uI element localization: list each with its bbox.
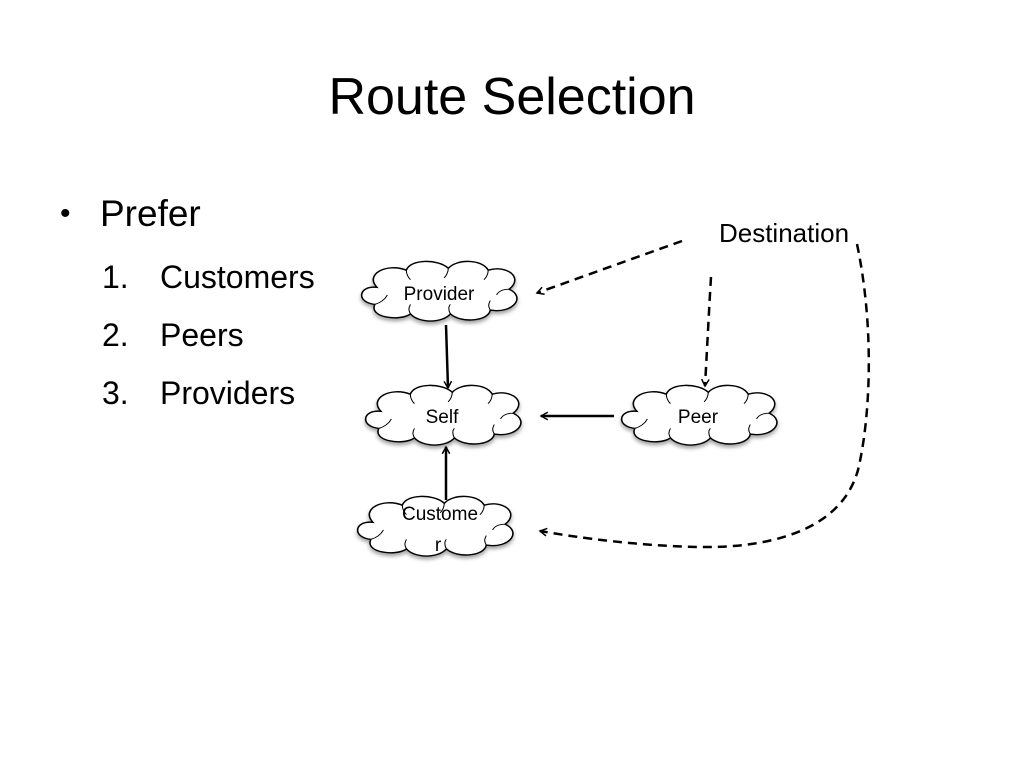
preference-number: 1. xyxy=(102,259,129,295)
preference-label: Providers xyxy=(160,375,296,411)
destination-label: Destination xyxy=(719,218,849,248)
bullet-item-prefer: • Prefer xyxy=(60,190,360,238)
preference-number: 2. xyxy=(102,317,129,353)
provider-label: Provider xyxy=(404,284,475,305)
preference-label: Peers xyxy=(160,317,244,353)
destination-to-peer-arrow xyxy=(705,276,713,386)
peer-label: Peer xyxy=(678,407,719,428)
bullet-list: • Prefer 1. Customers 2. Peers 3. Provid… xyxy=(60,190,360,422)
customer-label-line1: Custome xyxy=(402,504,478,525)
preference-number: 3. xyxy=(102,375,129,411)
preference-item: 2. Peers xyxy=(60,306,360,364)
provider-to-self-arrow xyxy=(446,324,448,388)
slide-title: Route Selection xyxy=(328,68,696,126)
preference-list: 1. Customers 2. Peers 3. Providers xyxy=(60,248,360,422)
preference-item: 3. Providers xyxy=(60,364,360,422)
bullet-marker: • xyxy=(60,197,71,230)
self-label: Self xyxy=(426,407,459,428)
destination-to-customer-arrow xyxy=(540,243,871,549)
preference-label: Customers xyxy=(160,259,315,295)
preference-item: 1. Customers xyxy=(60,248,360,306)
customer-label-line2: r xyxy=(435,535,442,556)
bullet-text: Prefer xyxy=(100,193,201,234)
destination-to-provider-arrow xyxy=(537,239,683,293)
